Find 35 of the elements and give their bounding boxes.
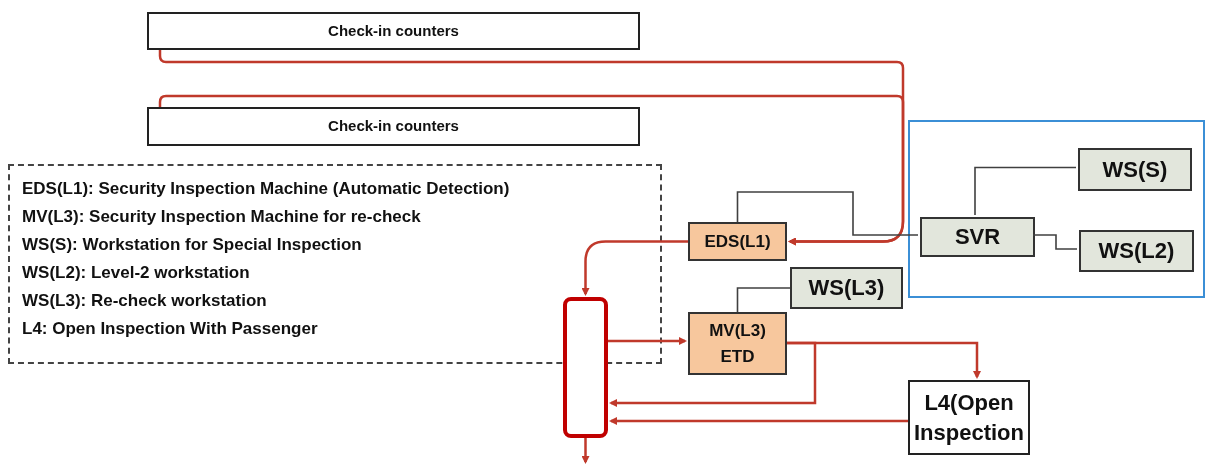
device-box — [688, 312, 787, 375]
group-frame — [908, 120, 1205, 298]
process-box — [147, 12, 640, 50]
device-box — [688, 222, 787, 261]
node-label: WS(L2) — [1098, 237, 1175, 265]
channel-bar — [563, 297, 608, 438]
flow-arrow — [608, 337, 687, 345]
connector-line — [1032, 234, 1078, 250]
workstation-box — [1078, 148, 1192, 191]
workstation-box — [920, 217, 1035, 257]
legend-entry: WS(S): Workstation for Special Inspection — [22, 234, 363, 255]
node-label: WS(L3) — [808, 274, 885, 302]
node-label: Check-in counters — [328, 116, 459, 137]
connector-line — [736, 287, 791, 313]
flow-arrow — [609, 417, 908, 425]
connector-line — [736, 191, 919, 236]
workstation-box — [1079, 230, 1194, 272]
process-box — [147, 107, 640, 146]
node-label: SVR — [954, 223, 1001, 251]
node-label: WS(S) — [1102, 155, 1168, 184]
node-label: MV(L3) ETD — [708, 319, 767, 368]
legend-entry: EDS(L1): Security Inspection Machine (Automatic Detection) — [22, 178, 511, 199]
node-label: Check-in counters — [328, 20, 459, 41]
flow-arrow — [581, 438, 590, 464]
workstation-box — [790, 267, 903, 309]
process-box — [908, 380, 1030, 455]
node-label: EDS(L1) — [704, 230, 771, 253]
legend-entry: L4: Open Inspection With Passenger — [22, 318, 319, 339]
flow-arrow — [581, 240, 688, 296]
legend-entry: WS(L2): Level-2 workstation — [22, 262, 251, 283]
connector-line — [974, 166, 1077, 216]
node-label: L4(Open Inspection — [913, 388, 1025, 447]
flow-arrow — [609, 341, 817, 407]
legend-entry: MV(L3): Security Inspection Machine for re-check — [22, 206, 422, 227]
legend-entry: WS(L3): Re-check workstation — [22, 290, 268, 311]
